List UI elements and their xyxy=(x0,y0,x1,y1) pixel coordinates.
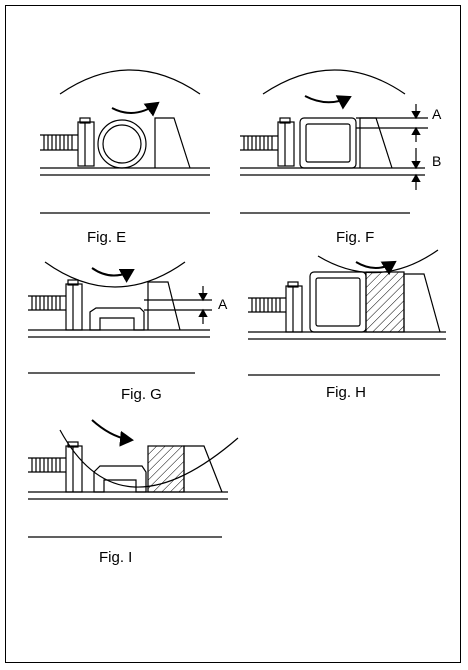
fig-f-caption: Fig. F xyxy=(336,229,375,246)
figure-frame xyxy=(5,5,461,663)
fig-g-jaw-block xyxy=(65,283,83,331)
fig-g-caption: Fig. G xyxy=(121,386,162,403)
fig-g-roller-arc xyxy=(44,261,186,288)
fig-h-square-tube-inner xyxy=(315,277,361,327)
fig-i-drawing xyxy=(28,419,239,538)
fig-f-roller-arc xyxy=(262,69,406,95)
fig-h-caption: Fig. H xyxy=(326,384,367,401)
fig-f-square-tube-outer xyxy=(299,117,357,169)
fig-i-jaw-block xyxy=(65,445,83,493)
fig-f-drawing xyxy=(240,69,428,214)
fig-f-rotation-arrow xyxy=(304,95,352,110)
fig-i-channel-profile xyxy=(93,465,147,493)
fig-i-caption: Fig. I xyxy=(99,549,133,566)
fig-i-hatched-spacer xyxy=(147,445,185,493)
fig-g-drawing xyxy=(28,261,212,374)
fig-e-pipe-outer xyxy=(97,119,147,169)
fig-g-rotation-arrow xyxy=(91,267,135,283)
fig-e-threaded-rod xyxy=(40,134,78,151)
fig-i-fixed-jaw xyxy=(183,445,223,493)
fig-f-fixed-jaw xyxy=(359,117,393,169)
fig-e-jaw-block xyxy=(77,121,95,167)
fig-e-rotation-arrow xyxy=(111,101,160,117)
fig-e-fixed-jaw xyxy=(154,117,191,169)
fig-g-threaded-rod xyxy=(28,295,66,311)
fig-h-rotation-arrow xyxy=(355,260,397,276)
fig-h-threaded-rod xyxy=(248,297,286,313)
fig-h-square-tube-outer xyxy=(309,271,367,333)
fig-h-drawing xyxy=(248,249,446,376)
fig-g-dimension-a-label: A xyxy=(218,296,228,312)
fig-g-fixed-jaw xyxy=(147,281,181,331)
fig-f-dimension-b-label: B xyxy=(432,153,442,169)
fig-f-square-tube-inner xyxy=(305,123,351,163)
fig-f-jaw-block xyxy=(277,121,295,167)
fig-i-rotation-arrow xyxy=(91,419,134,447)
fig-h-hatched-spacer xyxy=(365,271,405,333)
fig-e-pipe-inner xyxy=(102,124,142,164)
fig-g-channel-profile xyxy=(89,307,145,331)
fig-h-jaw-block xyxy=(285,285,303,333)
fig-h-roller-arc xyxy=(317,249,439,274)
fig-e-drawing xyxy=(40,69,210,214)
fig-f-threaded-rod xyxy=(240,135,278,151)
fig-i-threaded-rod xyxy=(28,457,66,473)
fig-f-dimension-a-label: A xyxy=(432,106,442,122)
fig-h-fixed-jaw xyxy=(403,273,441,333)
fig-e-caption: Fig. E xyxy=(87,229,127,246)
fig-e-roller-arc xyxy=(59,69,201,95)
